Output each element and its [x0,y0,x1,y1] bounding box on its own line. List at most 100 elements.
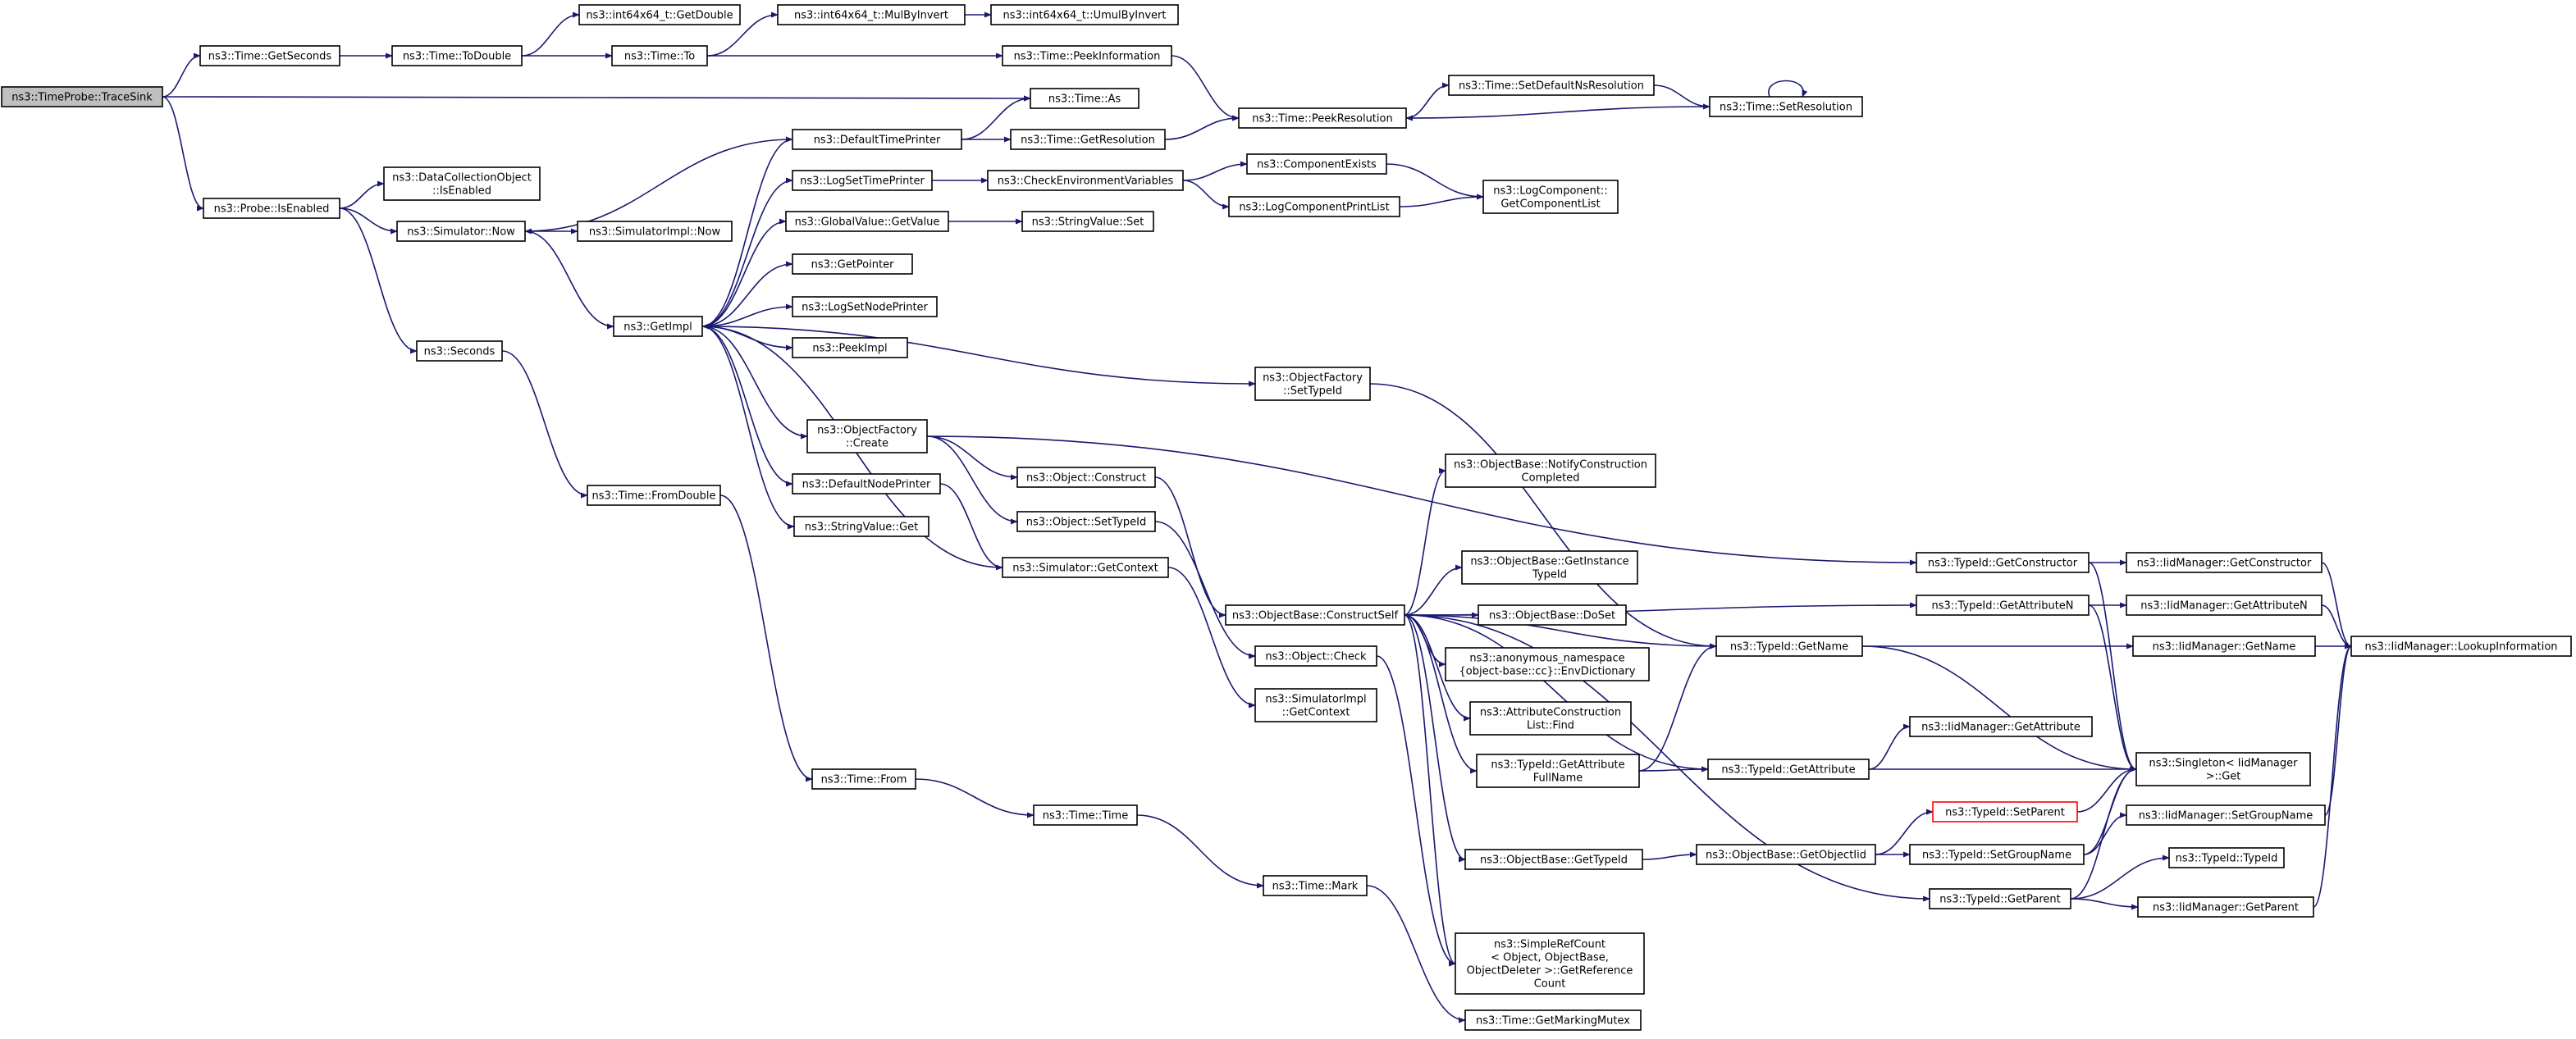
node-box[interactable] [1929,888,2071,909]
node-box[interactable] [1033,804,1138,826]
node-ofsettypeid[interactable]: ns3::ObjectFactory::SetTypeId [1254,367,1371,401]
node-getcomponentlist[interactable]: ns3::LogComponent::GetComponentList [1482,180,1619,214]
node-iidgetattributen[interactable]: ns3::IidManager::GetAttributeN [2126,595,2323,616]
node-simimplgetcontext[interactable]: ns3::SimulatorImpl::GetContext [1254,688,1377,722]
node-typeidgetname[interactable]: ns3::TypeId::GetName [1715,636,1863,657]
node-getreferencecount[interactable]: ns3::SimpleRefCount< Object, ObjectBase,… [1455,932,1645,995]
node-box[interactable] [777,4,966,25]
node-logsettimeprinter[interactable]: ns3::LogSetTimePrinter [792,170,933,191]
node-box[interactable] [1932,801,2078,823]
node-box[interactable] [1476,754,1640,788]
node-timefrom[interactable]: ns3::Time::From [811,768,916,790]
node-logcomponentprintlist[interactable]: ns3::LogComponentPrintList [1228,196,1400,217]
node-settparent[interactable]: ns3::TypeId::SetParent [1932,801,2078,823]
node-timeas[interactable]: ns3::Time::As [1030,88,1140,109]
node-box[interactable] [1916,552,2090,573]
node-defaultnodeprinter[interactable]: ns3::DefaultNodePrinter [792,473,941,494]
node-box[interactable] [792,253,913,275]
node-getimpl[interactable]: ns3::GetImpl [613,316,703,337]
node-box[interactable] [587,485,721,506]
node-box[interactable] [577,221,733,242]
node-box[interactable] [1448,75,1655,96]
node-iidsetgroupname[interactable]: ns3::IidManager::SetGroupName [2126,804,2326,826]
node-box[interactable] [1021,211,1154,232]
node-getseconds[interactable]: ns3::Time::GetSeconds [199,45,340,66]
node-logsetnodeprinter[interactable]: ns3::LogSetNodePrinter [792,296,938,317]
node-defaulttimeprinter[interactable]: ns3::DefaultTimePrinter [792,129,962,150]
node-objgettypeid[interactable]: ns3::ObjectBase::GetTypeId [1464,849,1643,870]
node-box[interactable] [199,45,340,66]
node-box[interactable] [203,198,340,219]
node-iidgetname[interactable]: ns3::IidManager::GetName [2132,636,2316,657]
node-box[interactable] [1709,96,1863,117]
node-box[interactable] [806,419,928,453]
node-box[interactable] [611,45,708,66]
node-isenabled[interactable]: ns3::Probe::IsEnabled [203,198,340,219]
node-tracesink[interactable]: ns3::TimeProbe::TraceSink [1,86,163,107]
node-box[interactable] [793,516,929,537]
node-box[interactable] [1482,180,1619,214]
node-box[interactable] [1238,107,1407,129]
node-dcoisenabled[interactable]: ns3::DataCollectionObject::IsEnabled [383,166,541,201]
node-to[interactable]: ns3::Time::To [611,45,708,66]
node-getconstructor[interactable]: ns3::TypeId::GetConstructor [1916,552,2090,573]
node-box[interactable] [391,45,523,66]
node-lookupinformation[interactable]: ns3::IidManager::LookupInformation [2350,636,2572,657]
node-seconds[interactable]: ns3::Seconds [416,340,503,362]
node-box[interactable] [1002,557,1169,578]
node-box[interactable] [1464,849,1643,870]
node-getattributen[interactable]: ns3::TypeId::GetAttributeN [1916,595,2090,616]
node-componentexists[interactable]: ns3::ComponentExists [1246,153,1387,175]
node-box[interactable] [1254,645,1377,667]
node-box[interactable] [1254,367,1371,401]
node-box[interactable] [1461,550,1638,585]
node-simimplnow[interactable]: ns3::SimulatorImpl::Now [577,221,733,242]
node-box[interactable] [1715,636,1863,657]
node-box[interactable] [2135,752,2311,786]
node-box[interactable] [1469,701,1632,736]
node-box[interactable] [1909,844,2085,865]
node-box[interactable] [1464,1009,1642,1031]
node-box[interactable] [792,170,933,191]
node-getmarkingmutex[interactable]: ns3::Time::GetMarkingMutex [1464,1009,1642,1031]
node-simgetcontext[interactable]: ns3::Simulator::GetContext [1002,557,1169,578]
node-box[interactable] [792,129,962,150]
node-box[interactable] [811,768,916,790]
node-box[interactable] [792,337,908,358]
node-box[interactable] [1254,688,1377,722]
node-box[interactable] [383,166,541,201]
node-box[interactable] [2132,636,2316,657]
node-getdouble[interactable]: ns3::int64x64_t::GetDouble [578,4,741,25]
node-mulbyinvert[interactable]: ns3::int64x64_t::MulByInvert [777,4,966,25]
node-typeidgetparent[interactable]: ns3::TypeId::GetParent [1929,888,2071,909]
node-box[interactable] [792,296,938,317]
node-box[interactable] [785,211,949,232]
node-envdictionary[interactable]: ns3::anonymous_namespace{object-base::cc… [1445,647,1650,681]
node-box[interactable] [1696,844,1876,865]
node-box[interactable] [396,221,526,242]
node-singletonget[interactable]: ns3::Singleton< IidManager>::Get [2135,752,2311,786]
node-box[interactable] [990,4,1179,25]
node-simnow[interactable]: ns3::Simulator::Now [396,221,526,242]
node-box[interactable] [1246,153,1387,175]
node-box[interactable] [1,86,163,107]
node-box[interactable] [1707,759,1870,780]
node-box[interactable] [1002,45,1172,66]
node-ofcreate[interactable]: ns3::ObjectFactory::Create [806,419,928,453]
node-iidgetconstructor[interactable]: ns3::IidManager::GetConstructor [2126,552,2323,573]
node-box[interactable] [987,170,1184,191]
node-box[interactable] [1263,875,1368,896]
node-todouble[interactable]: ns3::Time::ToDouble [391,45,523,66]
node-box[interactable] [2126,552,2323,573]
node-peekresolution[interactable]: ns3::Time::PeekResolution [1238,107,1407,129]
node-setdefaultnsres[interactable]: ns3::Time::SetDefaultNsResolution [1448,75,1655,96]
node-box[interactable] [1455,932,1645,995]
node-stringvalueset[interactable]: ns3::StringValue::Set [1021,211,1154,232]
node-box[interactable] [2350,636,2572,657]
node-checkenv[interactable]: ns3::CheckEnvironmentVariables [987,170,1184,191]
node-globalvalueget[interactable]: ns3::GlobalValue::GetValue [785,211,949,232]
node-box[interactable] [578,4,741,25]
node-getresolution[interactable]: ns3::Time::GetResolution [1010,129,1166,150]
node-box[interactable] [1225,604,1405,626]
